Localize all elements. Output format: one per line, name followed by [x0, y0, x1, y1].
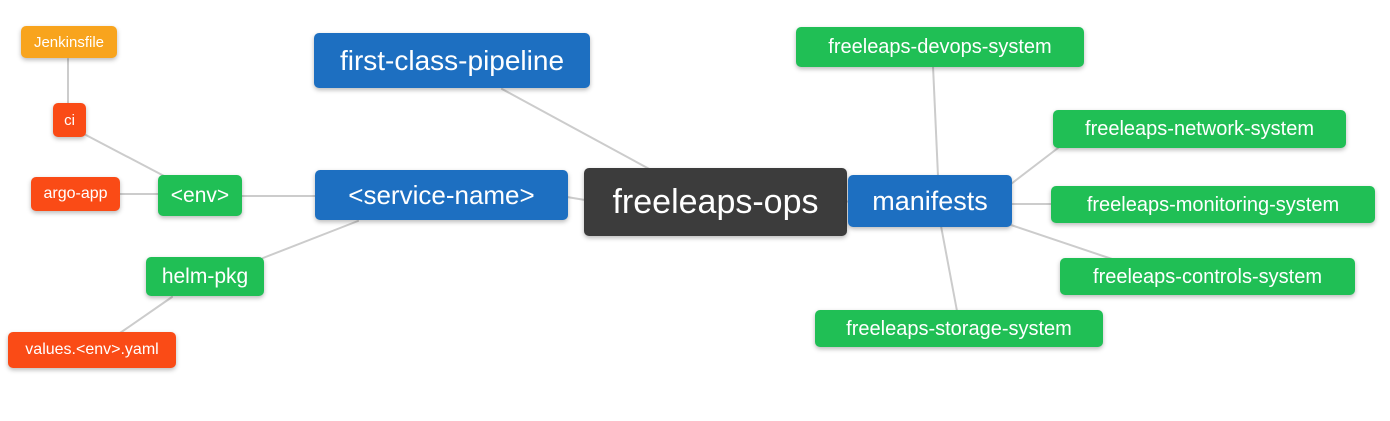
node-freeleaps-devops-system[interactable]: freeleaps-devops-system [796, 27, 1084, 67]
edge-helm-pkg-values-env-yaml [119, 296, 173, 334]
edge-manifests-controls-system [1010, 224, 1113, 260]
node-argo-app[interactable]: argo-app [31, 177, 120, 211]
edge-manifests-devops-system [932, 65, 939, 177]
edge-manifests-network-system [1010, 147, 1059, 185]
edge-ci-env [83, 133, 167, 178]
node-env[interactable]: <env> [158, 175, 242, 216]
node-jenkinsfile[interactable]: Jenkinsfile [21, 26, 117, 58]
edge-manifests-storage-system [940, 225, 958, 312]
node-freeleaps-storage-system[interactable]: freeleaps-storage-system [815, 310, 1103, 347]
node-freeleaps-ops[interactable]: freeleaps-ops [584, 168, 847, 236]
node-service-name[interactable]: <service-name> [315, 170, 568, 220]
node-helm-pkg[interactable]: helm-pkg [146, 257, 264, 296]
node-values-env-yaml[interactable]: values.<env>.yaml [8, 332, 176, 368]
node-freeleaps-controls-system[interactable]: freeleaps-controls-system [1060, 258, 1355, 295]
node-first-class-pipeline[interactable]: first-class-pipeline [314, 33, 590, 88]
edge-service-name-helm-pkg [262, 220, 359, 259]
node-ci[interactable]: ci [53, 103, 86, 137]
node-manifests[interactable]: manifests [848, 175, 1012, 227]
edge-service-name-freeleaps-ops [566, 196, 586, 201]
node-freeleaps-monitoring-system[interactable]: freeleaps-monitoring-system [1051, 186, 1375, 223]
edge-pipeline-freeleaps-ops [501, 88, 654, 172]
node-freeleaps-network-system[interactable]: freeleaps-network-system [1053, 110, 1346, 148]
